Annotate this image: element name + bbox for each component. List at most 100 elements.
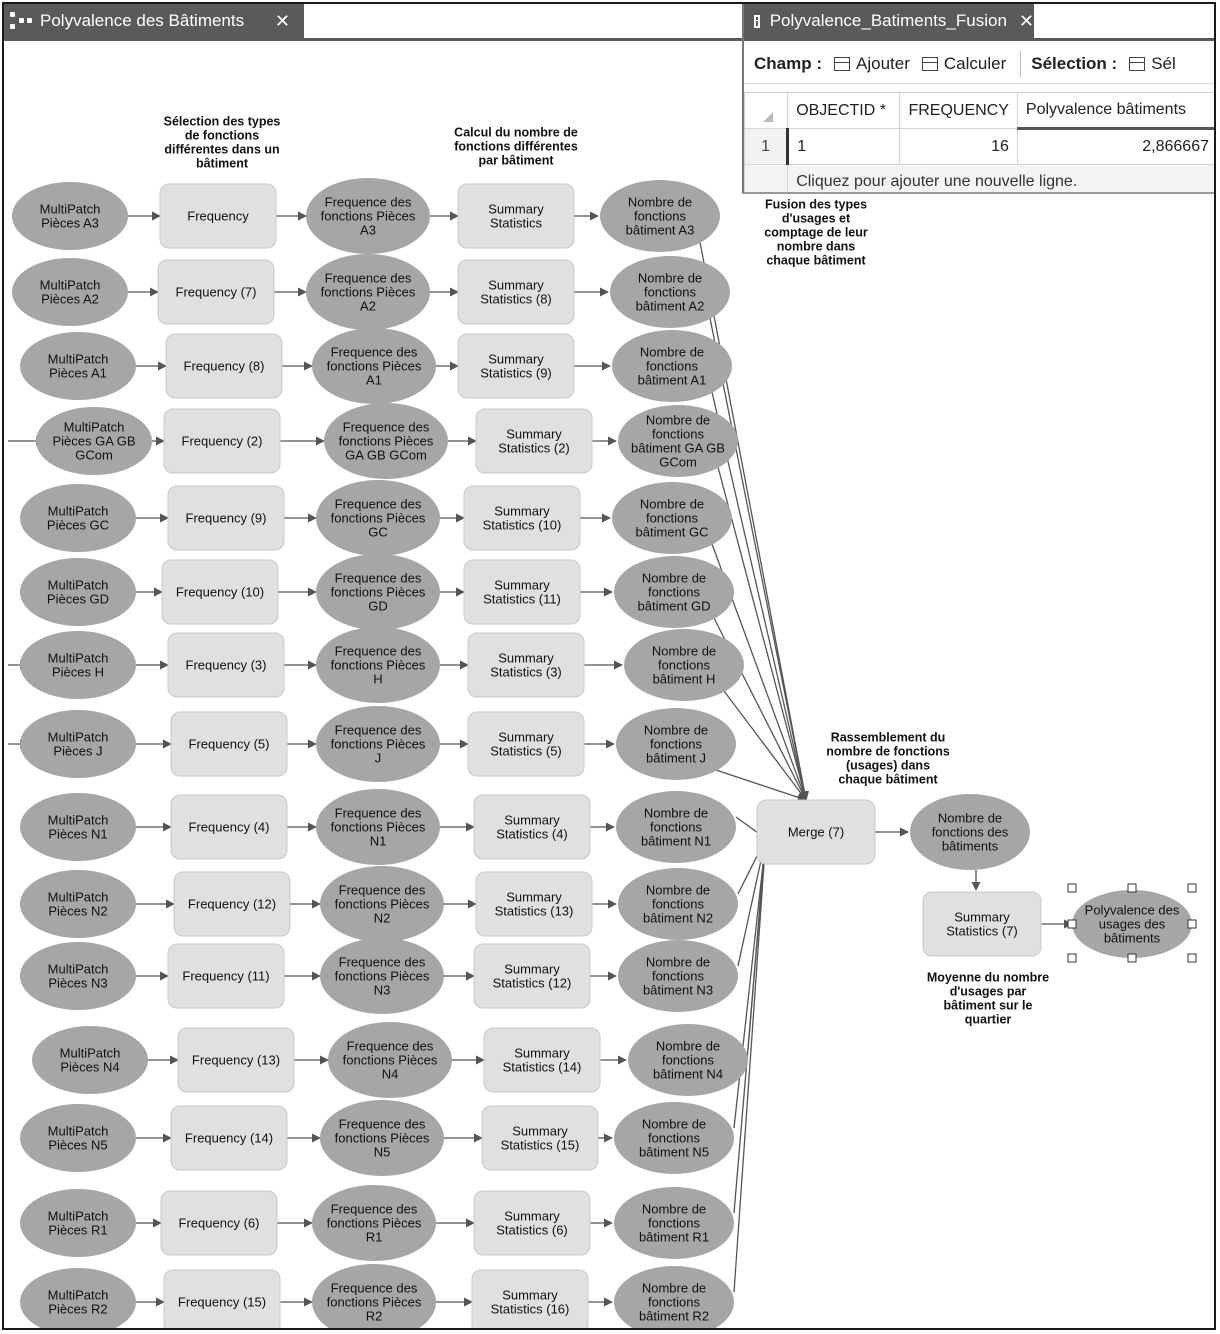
row-number[interactable]: 1 [744, 128, 789, 165]
tool-frequency[interactable]: Frequency (11) [167, 943, 285, 1009]
close-icon[interactable]: ✕ [1018, 10, 1034, 31]
resize-handle[interactable] [1067, 953, 1077, 963]
tool-frequency[interactable]: Frequency (12) [173, 871, 291, 937]
add-row[interactable]: Cliquez pour ajouter une nouvelle ligne. [744, 164, 1214, 192]
resize-handle[interactable] [1187, 953, 1197, 963]
column-header[interactable]: Polyvalence bâtiments [1016, 92, 1214, 130]
add-field-button[interactable]: Ajouter [834, 54, 910, 74]
cell-frequency[interactable]: 16 [899, 128, 1018, 165]
column-header[interactable]: OBJECTID * [787, 92, 901, 129]
add-row-hint[interactable]: Cliquez pour ajouter une nouvelle ligne. [787, 164, 1214, 192]
resize-handle[interactable] [1127, 953, 1137, 963]
cell-objectid[interactable]: 1 [786, 128, 901, 165]
resize-handle[interactable] [1187, 919, 1197, 929]
tool-frequency[interactable]: Frequency (4) [170, 794, 288, 860]
tool-frequency[interactable]: Frequency (3) [167, 632, 285, 698]
tool-frequency[interactable]: Frequency (7) [157, 259, 275, 325]
column-header[interactable]: FREQUENCY [899, 92, 1018, 129]
tool-frequency[interactable]: Frequency (2) [163, 408, 281, 474]
resize-handle[interactable] [1187, 883, 1197, 893]
tool-frequency[interactable]: Frequency (15) [163, 1269, 281, 1328]
resize-handle[interactable] [1067, 919, 1077, 929]
tool-frequency[interactable]: Frequency (14) [170, 1105, 288, 1171]
table-row[interactable]: 1 1 16 2,866667 [744, 128, 1214, 165]
close-icon[interactable]: ✕ [274, 10, 290, 31]
tab-model-builder[interactable]: Polyvalence des Bâtiments ✕ [4, 4, 304, 38]
tool-frequency[interactable]: Frequency (5) [170, 711, 288, 777]
tool-frequency[interactable]: Frequency (13) [177, 1027, 295, 1093]
resize-handle[interactable] [1067, 883, 1077, 893]
cell-polyvalence[interactable]: 2,866667 [1016, 128, 1214, 165]
tool-merge[interactable]: Merge (7) [756, 799, 876, 865]
tool-frequency[interactable]: Frequency [159, 183, 277, 249]
resize-handle[interactable] [1127, 883, 1137, 893]
calculate-field-button[interactable]: Calculer [921, 54, 1006, 74]
tab-attribute-table[interactable]: Polyvalence_Batiments_Fusion ✕ [744, 4, 1034, 38]
select-all-corner[interactable] [744, 92, 789, 129]
tool-frequency[interactable]: Frequency (8) [165, 333, 283, 399]
tool-frequency[interactable]: Frequency (6) [160, 1190, 278, 1256]
